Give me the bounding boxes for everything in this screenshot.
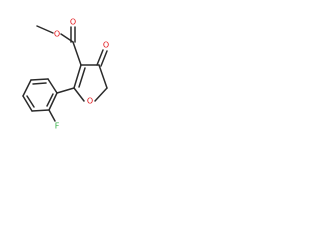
atom-f: F	[55, 122, 60, 131]
atom-o-ketone: O	[103, 41, 109, 50]
atom-o-carbonyl-ester: O	[70, 18, 76, 27]
bond-c4-c5	[98, 64, 108, 89]
bond-ester-c3	[72, 41, 82, 66]
atom-o-ring: O	[87, 97, 93, 106]
bond-ph-inner-2	[26, 95, 35, 108]
bond-ph-inner-1	[32, 82, 47, 85]
bond-c2-c3-a	[73, 64, 82, 89]
bond-o1-c2	[73, 87, 85, 102]
bond-c5-o1	[94, 87, 108, 102]
bond-ph-5	[31, 109, 50, 112]
bond-c4-o-a	[96, 49, 104, 66]
bond-ph-1	[47, 78, 58, 94]
bond-ph-4	[22, 95, 33, 112]
bond-c2-phenyl	[56, 87, 75, 94]
structure-canvas: O O O O F	[22, 18, 109, 131]
atom-o-methoxy: O	[54, 30, 60, 39]
bond-c2-c3-b	[78, 67, 86, 88]
bond-ph-2	[30, 78, 49, 81]
bond-ph-6	[48, 92, 58, 111]
bond-c-f	[48, 109, 56, 122]
bond-c4-o-b	[100, 50, 108, 67]
atom-labels: O O O O F	[54, 18, 109, 131]
bond-ph-inner-3	[46, 93, 54, 107]
bond-lines	[22, 25, 108, 122]
bond-methyl-o	[36, 25, 54, 34]
bond-ph-3	[22, 79, 32, 97]
